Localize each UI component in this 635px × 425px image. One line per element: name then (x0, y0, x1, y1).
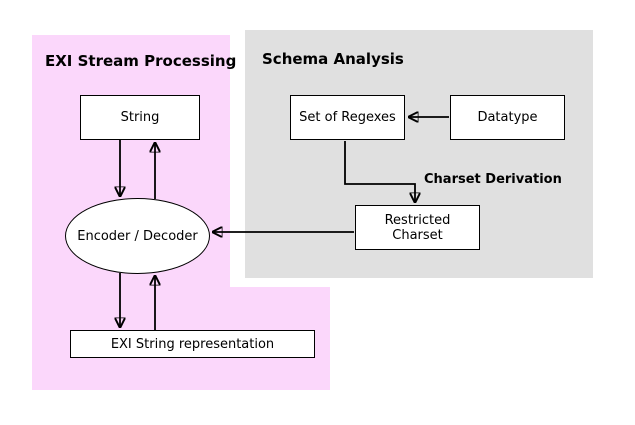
node-exi-string-representation-label: EXI String representation (110, 336, 275, 352)
node-encoder-decoder-label: Encoder / Decoder (77, 228, 198, 244)
node-restricted-charset: Restricted Charset (355, 205, 480, 250)
node-restricted-charset-label: Restricted Charset (384, 212, 451, 243)
node-datatype: Datatype (450, 95, 565, 140)
node-exi-string-representation: EXI String representation (70, 330, 315, 358)
node-string-label: String (120, 110, 160, 125)
node-string: String (80, 95, 200, 140)
schema-region-title: Schema Analysis (262, 50, 404, 68)
node-set-of-regexes-label: Set of Regexes (299, 110, 396, 125)
node-datatype-label: Datatype (477, 110, 538, 125)
exi-region-title: EXI Stream Processing (45, 52, 237, 70)
node-encoder-decoder: Encoder / Decoder (65, 198, 210, 274)
charset-derivation-label: Charset Derivation (424, 172, 562, 187)
node-set-of-regexes: Set of Regexes (290, 95, 405, 140)
